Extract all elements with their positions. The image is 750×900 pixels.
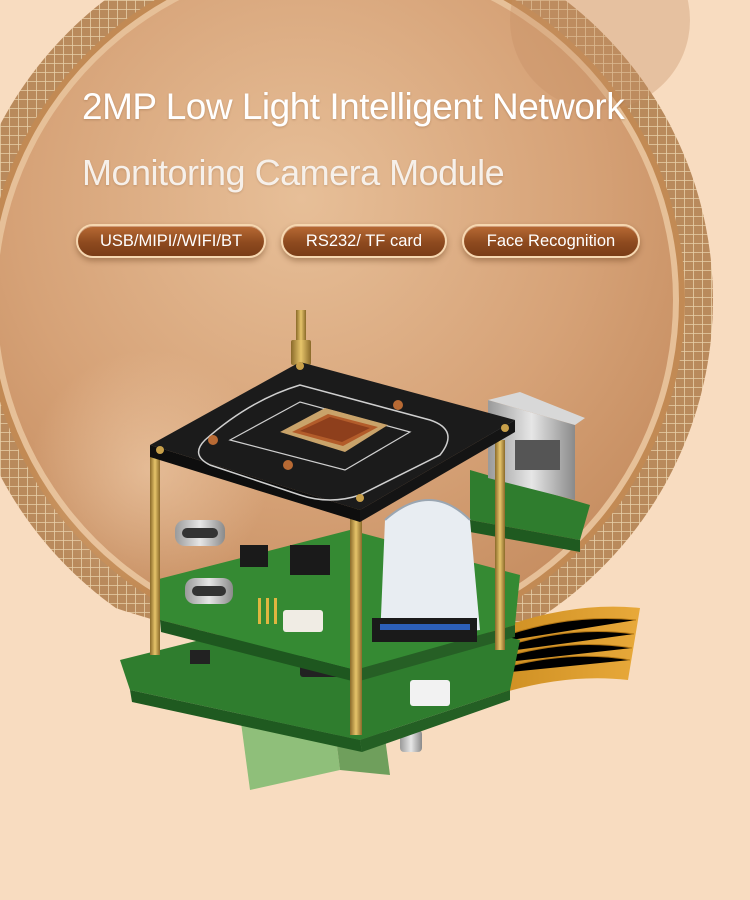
headline-line-2: Monitoring Camera Module (82, 152, 505, 193)
feature-tag-storage: RS232/ TF card (281, 224, 447, 258)
feature-tag-connectivity: USB/MIPI//WIFI/BT (76, 224, 266, 258)
top-pcb (150, 362, 515, 522)
feature-tag-face-recognition: Face Recognition (462, 224, 640, 258)
image-sensor (280, 408, 388, 452)
headline-line-1: 2MP Low Light Intelligent Network (82, 86, 625, 127)
ribbon-cable (372, 499, 480, 642)
